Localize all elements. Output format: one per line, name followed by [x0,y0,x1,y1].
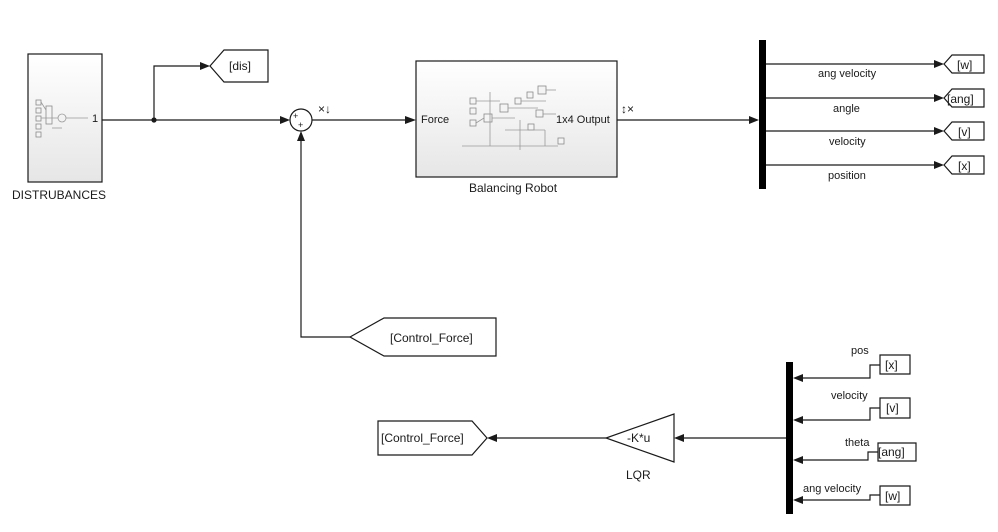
balancing-robot-label: Balancing Robot [469,181,558,195]
goto-x-text: [x] [958,159,971,173]
mux-label-pos: pos [851,345,869,357]
from-x-text: [x] [885,358,898,372]
robot-output-marker: ↕× [621,102,634,116]
demux-output-angle[interactable] [766,94,944,102]
arrow-mux-in-4 [793,496,803,504]
demux-block[interactable] [759,40,766,189]
arrow-into-control-goto [487,434,497,442]
goto-ang-text: [ang] [947,92,974,106]
arrow-mux-in-3 [793,456,803,464]
mux-block[interactable] [786,362,793,514]
wire-from-ang-to-mux[interactable] [803,451,878,461]
mux-label-theta: theta [845,437,870,449]
goto-dis-block[interactable]: [dis] [209,49,269,83]
from-v-block[interactable]: [v] [879,397,911,419]
goto-x-block[interactable]: [x] [943,155,985,175]
from-w-block[interactable]: [w] [879,485,911,506]
disturbances-preview-icon [35,99,88,138]
goto-w-text: [w] [957,58,972,72]
demux-output-position[interactable] [766,161,944,169]
goto-dis-text: [dis] [229,59,251,73]
robot-out-port-label: 1x4 Output [556,114,610,126]
demux-label-position: position [828,170,866,182]
arrow-into-demux [749,116,759,124]
demux-output-ang-velocity[interactable] [766,60,944,68]
wire-from-v-to-mux[interactable] [803,407,880,421]
from-v-text: [v] [886,401,899,415]
wire-from-x-to-mux[interactable] [803,364,880,379]
goto-ang-block[interactable]: [ang] [943,88,985,108]
disturbances-label: DISTRUBANCES [12,188,106,202]
disturbances-block[interactable]: 1 [27,53,103,183]
demux-label-ang-velocity: ang velocity [818,68,877,80]
balancing-robot-block[interactable]: Force 1x4 Output [415,60,618,178]
demux-label-angle: angle [833,103,860,115]
mux-label-velocity: velocity [831,390,868,402]
sum-sign-1: + [293,111,298,121]
wire-branch-to-dis-goto[interactable] [153,65,200,120]
from-ang-block[interactable]: [ang] [877,442,917,462]
wire-control-force-to-sum[interactable] [300,141,350,338]
arrow-mux-in-1 [793,374,803,382]
wire-from-w-to-mux[interactable] [803,494,880,501]
arrow-into-sum-bottom [297,131,305,141]
goto-control-force-block[interactable]: [Control_Force] [377,420,488,456]
arrow-into-dis-goto [200,62,210,70]
from-control-force-text: [Control_Force] [390,331,473,345]
goto-v-text: [v] [958,125,971,139]
goto-control-force-text: [Control_Force] [381,431,464,445]
from-w-text: [w] [885,489,900,503]
robot-preview-icon [462,85,565,150]
arrow-into-sum [280,116,290,124]
demux-output-velocity[interactable] [766,127,944,135]
mux-label-ang-velocity: ang velocity [803,483,862,495]
goto-v-block[interactable]: [v] [943,121,985,141]
sum-sign-2: + [298,120,303,130]
lqr-gain-block[interactable]: -K*u [604,413,675,463]
from-x-block[interactable]: [x] [879,354,911,375]
lqr-label: LQR [626,468,651,482]
arrow-mux-in-2 [793,416,803,424]
gain-expression: -K*u [627,431,650,445]
goto-w-block[interactable]: [w] [943,54,985,74]
from-ang-text: [ang] [878,445,905,459]
arrow-into-gain [674,434,684,442]
sum-block[interactable]: + + [289,108,313,132]
from-control-force-block[interactable]: [Control_Force] [348,317,497,357]
disturbances-out-port-label: 1 [92,113,98,125]
robot-in-port-label: Force [421,114,449,126]
arrow-into-robot [405,116,416,124]
demux-label-velocity: velocity [829,136,866,148]
sum-output-marker: ×↓ [318,102,331,116]
